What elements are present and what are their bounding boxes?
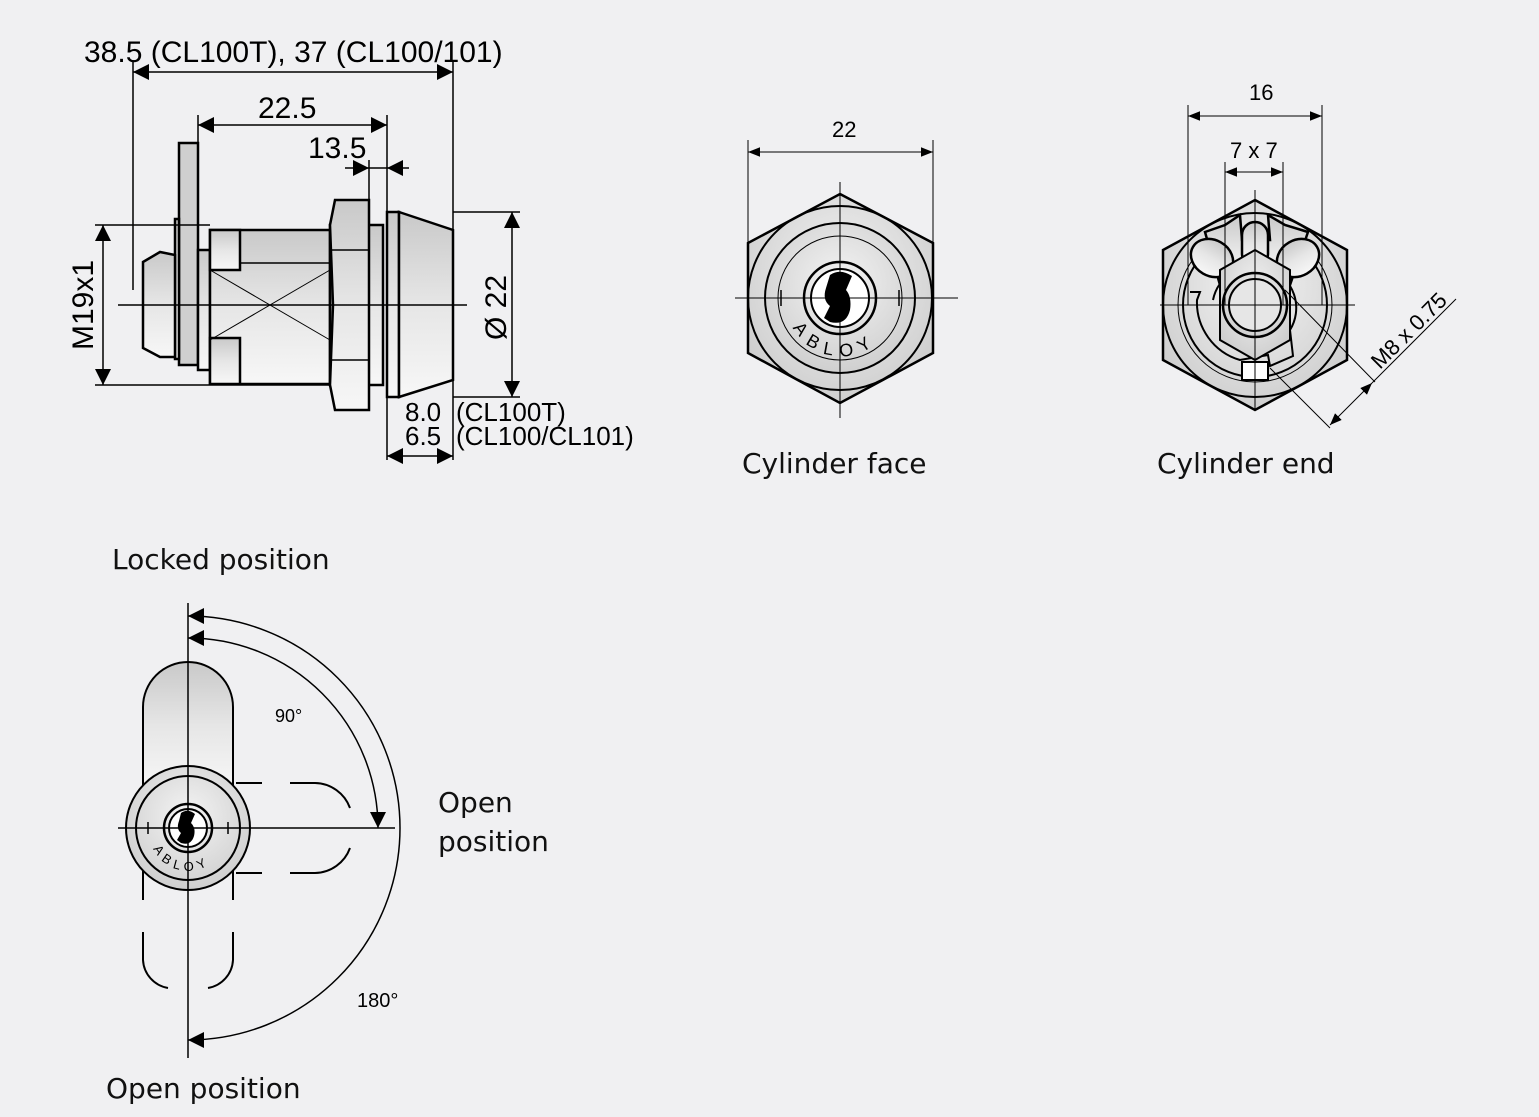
arc-90 bbox=[187, 630, 386, 829]
label-locked-position: Locked position bbox=[112, 543, 330, 576]
caption-cylinder-face: Cylinder face bbox=[742, 447, 926, 480]
dim-end-7x7: 7 x 7 bbox=[1230, 138, 1278, 163]
dim-diameter-22: Ø 22 bbox=[480, 275, 513, 340]
angle-90-label: 90° bbox=[275, 706, 302, 726]
dim-13-5: 13.5 bbox=[308, 132, 366, 165]
dim-front-8-note: (CL100T) bbox=[456, 397, 566, 427]
dim-end-m8: M8 x 0.75 bbox=[1366, 288, 1452, 374]
dim-22-5: 22.5 bbox=[258, 92, 316, 125]
cam-plate bbox=[177, 141, 200, 367]
cylinder-face-view: ABLOY 22 Cylinder face bbox=[735, 117, 958, 480]
label-open-position-bottom: Open position bbox=[106, 1072, 301, 1105]
key-slot-icon bbox=[824, 271, 852, 323]
arc-180 bbox=[187, 608, 401, 1048]
cam-open-bottom bbox=[142, 932, 234, 989]
dim-face-22: 22 bbox=[832, 117, 856, 142]
positions-view: Locked position ABLOY 90° 180° Open posi… bbox=[106, 543, 549, 1105]
label-open-position-right-1: Open bbox=[438, 786, 513, 819]
cylinder-end-view: 16 7 x 7 M8 x 0.75 Cylinder end bbox=[1157, 80, 1457, 480]
angle-180-label: 180° bbox=[357, 990, 398, 1012]
dim-front-8: 8.0 bbox=[405, 397, 441, 427]
dim-thread-m19: M19x1 bbox=[67, 260, 100, 350]
side-view: 38.5 (CL100T), 37 (CL100/101) 22.5 13.5 … bbox=[67, 36, 634, 464]
dim-end-16: 16 bbox=[1249, 80, 1273, 105]
dim-front-6-5: 6.5 bbox=[405, 421, 441, 451]
label-open-position-right-2: position bbox=[438, 825, 549, 858]
dim-front-6-5-note: (CL100/CL101) bbox=[456, 421, 634, 451]
caption-cylinder-end: Cylinder end bbox=[1157, 447, 1335, 480]
dim-overall-length: 38.5 (CL100T), 37 (CL100/101) bbox=[84, 36, 503, 69]
